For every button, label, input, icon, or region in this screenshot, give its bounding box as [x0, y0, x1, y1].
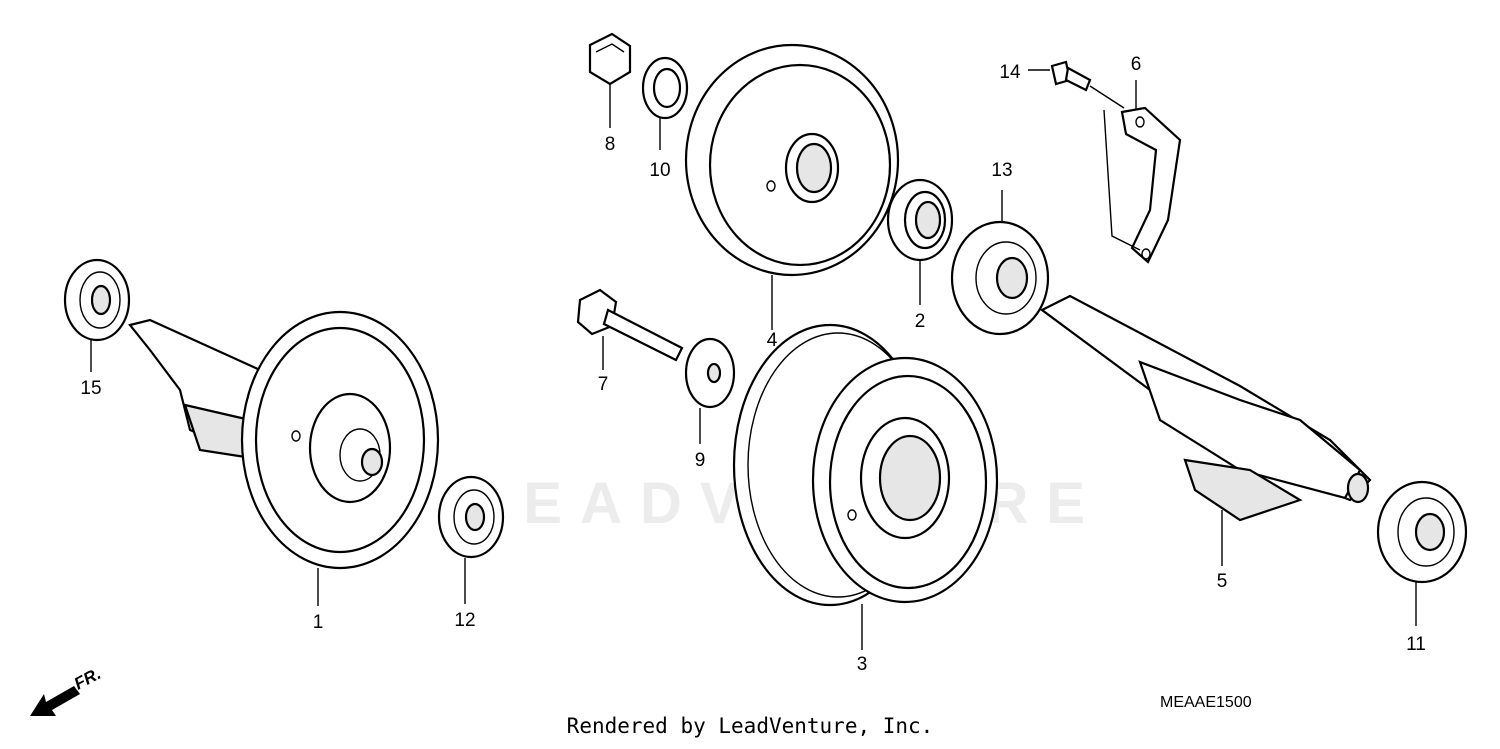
callout-15[interactable]: 15: [80, 378, 101, 399]
callout-7[interactable]: 7: [598, 374, 609, 395]
shaft-part-5[interactable]: [1039, 294, 1372, 522]
callout-12[interactable]: 12: [454, 610, 475, 631]
callout-6[interactable]: 6: [1131, 54, 1142, 75]
bracket-part-6[interactable]: [1089, 85, 1182, 264]
callout-13[interactable]: 13: [991, 160, 1012, 181]
leader-lines: [90, 69, 1417, 650]
washer-part-9[interactable]: [684, 337, 736, 409]
clutch-gear-part-3[interactable]: [732, 323, 999, 607]
washer-part-10[interactable]: [641, 56, 689, 120]
callout-4[interactable]: 4: [767, 330, 778, 351]
callout-10[interactable]: 10: [649, 160, 670, 181]
bearing-part-12[interactable]: [437, 475, 505, 559]
diagram-code: MEAAE1500: [1160, 694, 1252, 711]
bearing-part-15[interactable]: [63, 258, 131, 342]
callout-9[interactable]: 9: [695, 450, 706, 471]
needle-bearing-part-2[interactable]: [886, 178, 954, 262]
callout-14[interactable]: 14: [999, 62, 1021, 83]
callout-5[interactable]: 5: [1217, 571, 1228, 592]
front-direction-arrow-icon: FR.: [30, 664, 104, 716]
bearing-part-13[interactable]: [950, 220, 1050, 336]
gear-part-4[interactable]: [684, 43, 900, 277]
callout-2[interactable]: 2: [915, 311, 926, 332]
bolt-part-14[interactable]: [1050, 60, 1092, 92]
callout-11[interactable]: 11: [1406, 634, 1426, 655]
flange-bolt-part-7[interactable]: [576, 288, 684, 362]
callout-1[interactable]: 1: [313, 612, 324, 633]
callout-8[interactable]: 8: [605, 134, 616, 155]
nut-part-8[interactable]: [588, 32, 632, 86]
bearing-part-11[interactable]: [1376, 480, 1468, 584]
credit-line: Rendered by LeadVenture, Inc.: [566, 714, 934, 738]
callout-3[interactable]: 3: [857, 654, 868, 675]
gear-shaft-part-1[interactable]: [128, 310, 440, 570]
